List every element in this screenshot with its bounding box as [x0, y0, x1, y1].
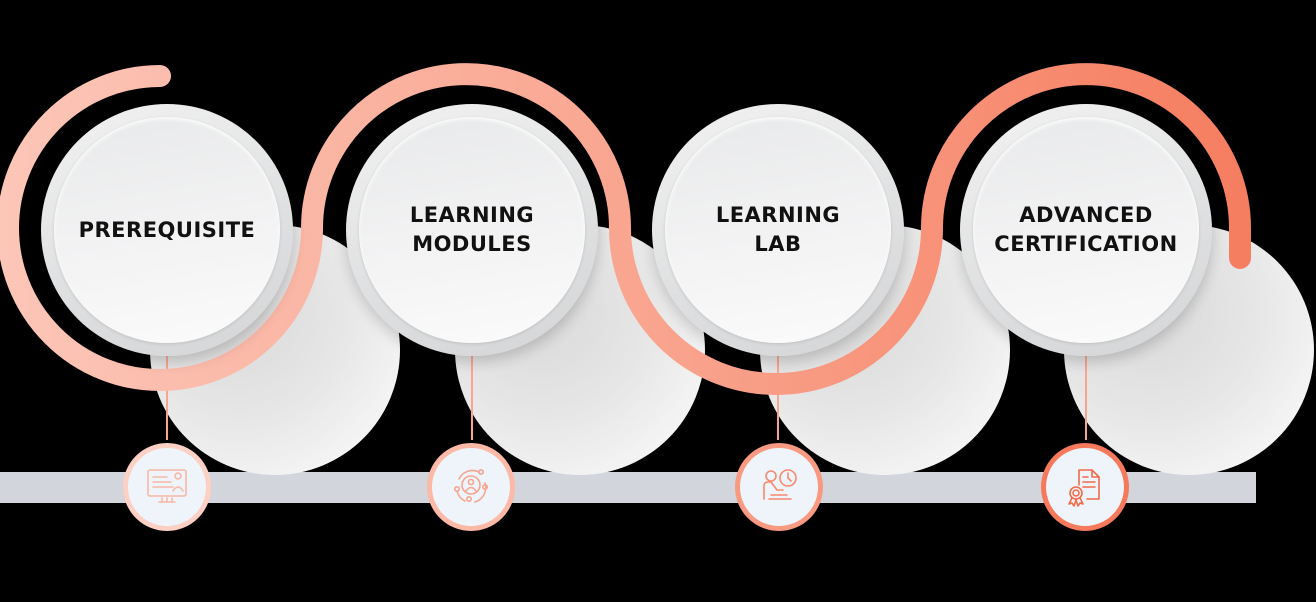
- step-circle-2: LEARNING MODULES: [346, 104, 598, 356]
- step-label-prerequisite: PREREQUISITE: [78, 217, 256, 242]
- certificate-ribbon-icon: [1068, 469, 1100, 507]
- step-badge-2: [427, 443, 515, 531]
- connector-1: [166, 352, 168, 440]
- step-circle-3: LEARNING LAB: [652, 104, 904, 356]
- step-label-learning-modules: LEARNING MODULES: [409, 203, 535, 256]
- step-label-learning-lab: LEARNING LAB: [715, 203, 841, 256]
- person-desk-clock-icon: [763, 469, 797, 500]
- connector-2: [471, 352, 473, 440]
- step-badge-3: [735, 443, 823, 531]
- step-circle-4: ADVANCED CERTIFICATION: [960, 104, 1212, 356]
- step-circle-face-4: ADVANCED CERTIFICATION: [973, 117, 1199, 343]
- step-circle-1: PREREQUISITE: [41, 104, 293, 356]
- network-orbit-people-icon: [454, 469, 488, 503]
- step-circle-face-3: LEARNING LAB: [665, 117, 891, 343]
- connector-4: [1085, 352, 1087, 440]
- step-label-advanced-certification: ADVANCED CERTIFICATION: [994, 203, 1178, 256]
- connector-3: [777, 352, 779, 440]
- step-badge-4: [1041, 443, 1129, 531]
- step-circle-face-2: LEARNING MODULES: [359, 117, 585, 343]
- step-badge-1: [123, 443, 211, 531]
- monitor-presentation-icon: [147, 469, 187, 503]
- step-circle-face-1: PREREQUISITE: [54, 117, 280, 343]
